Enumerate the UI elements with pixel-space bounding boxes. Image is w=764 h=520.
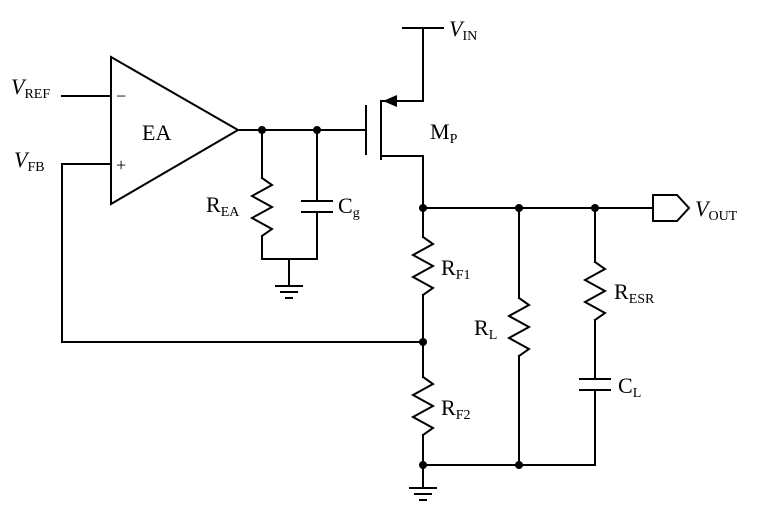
vin-label: VIN [449, 16, 477, 44]
node-feedback [419, 338, 427, 346]
ground-2-icon [409, 487, 437, 501]
resr-label: RESR [614, 279, 655, 307]
node-gnd-1 [419, 461, 427, 469]
rf2-label: RF2 [441, 395, 470, 423]
cl-label: CL [618, 373, 641, 401]
rf1-resistor [410, 235, 436, 297]
ea-label: EA [142, 120, 171, 145]
rl-label: RL [474, 315, 497, 343]
node-gnd-2 [515, 461, 523, 469]
resr-resistor [582, 260, 608, 322]
vref-label: VREF [11, 74, 50, 102]
mp-source-arrow [383, 95, 397, 107]
mp-label: MP [430, 119, 458, 147]
rf1-label: RF1 [441, 255, 470, 283]
rea-label: REA [206, 192, 240, 220]
ea-minus-sign: − [116, 86, 126, 106]
ground-1-icon [275, 285, 303, 299]
vout-label: VOUT [695, 196, 738, 224]
rf2-resistor [410, 375, 436, 437]
feedback-wire [61, 163, 424, 343]
vout-port [652, 194, 691, 222]
cg-label: Cg [338, 193, 360, 221]
rl-resistor [506, 296, 532, 358]
ea-plus-sign: + [116, 155, 126, 175]
vfb-label: VFB [14, 147, 45, 175]
rea-resistor [249, 176, 275, 238]
error-amplifier-triangle [110, 55, 240, 206]
